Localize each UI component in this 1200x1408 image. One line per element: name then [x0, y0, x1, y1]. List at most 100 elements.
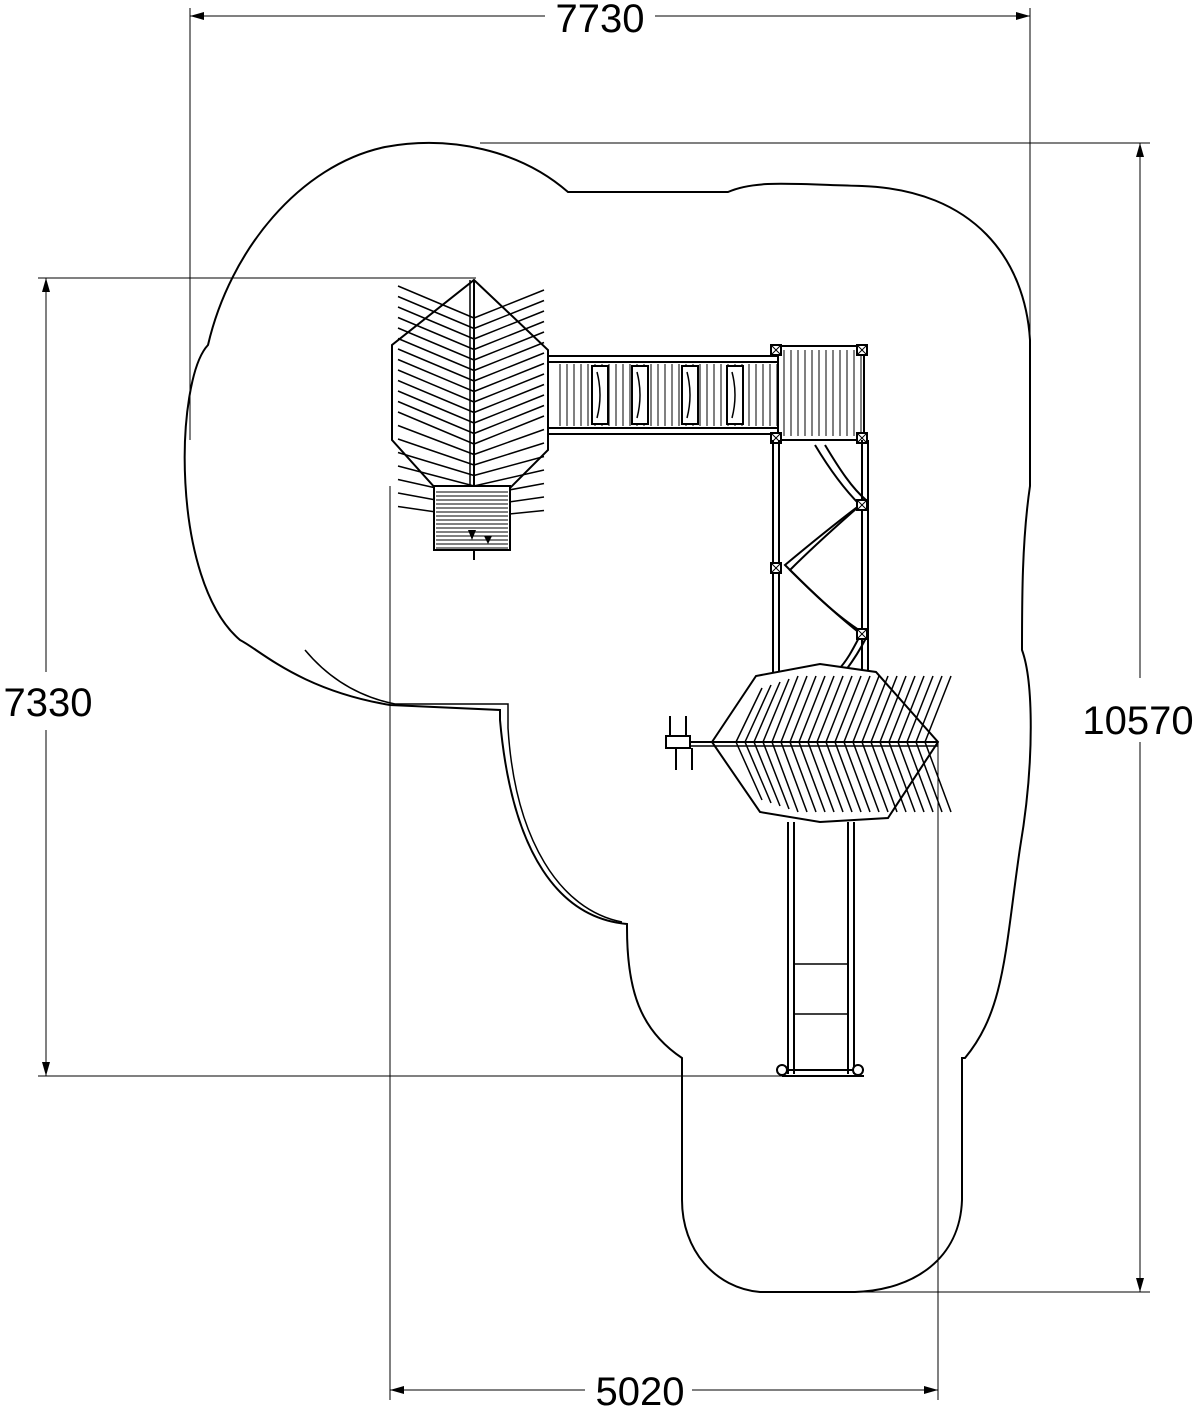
roof-plank — [870, 675, 898, 743]
window-bar — [636, 371, 641, 419]
roof-plank — [780, 741, 808, 813]
knot-cross — [857, 629, 867, 639]
window-bar — [731, 371, 736, 419]
safety-zone-outline — [183, 142, 1032, 1293]
roof-plank — [473, 415, 545, 445]
leaf-roof-top-left — [391, 278, 549, 560]
roof-plank — [473, 341, 545, 372]
roof-plank — [397, 358, 475, 393]
roof-plank — [879, 675, 907, 743]
roof-plank — [473, 331, 545, 361]
roof-plank — [744, 684, 772, 743]
roof-plank — [473, 299, 545, 330]
roof-plank — [473, 394, 545, 424]
roof-plank — [473, 362, 545, 393]
roof-plank — [816, 741, 844, 813]
roof-plank — [789, 675, 817, 743]
dimension-label-7730: 7730 — [556, 0, 645, 41]
roof-plank — [762, 678, 790, 743]
roof-plank — [753, 681, 781, 743]
roof-plank — [834, 741, 862, 813]
roof-plank — [397, 438, 475, 466]
roof-plank — [473, 428, 545, 456]
safety-zone-inner-edge — [304, 649, 623, 923]
roof-plank — [843, 741, 871, 813]
roof-plank — [473, 373, 545, 403]
roof-plank — [798, 675, 826, 743]
roof-plank — [397, 379, 475, 414]
roof-plank — [473, 469, 545, 487]
roof-plank — [753, 741, 781, 807]
roof-plank — [735, 687, 763, 743]
roof-plank — [397, 411, 475, 445]
post-cross — [857, 345, 867, 355]
roof-plank — [744, 741, 772, 804]
knot-cross — [771, 563, 781, 573]
roof-plank — [924, 675, 952, 743]
roof-plank — [897, 741, 925, 813]
roof-plank — [473, 455, 545, 477]
dimension-equipment-length: 7330 — [4, 277, 790, 1077]
roof-plank — [473, 404, 545, 435]
roof-plank — [888, 741, 916, 813]
roof-plank — [807, 741, 835, 813]
roof-plank — [906, 741, 934, 813]
roof-plank — [870, 741, 898, 813]
roof-plank — [789, 741, 817, 813]
side-attachment — [665, 716, 693, 770]
roof-plank — [473, 352, 545, 382]
roof-plank — [861, 675, 889, 743]
roof-plank — [473, 383, 545, 414]
post-cross — [857, 433, 867, 443]
dimension-label-7330: 7330 — [4, 681, 93, 725]
roof-plank — [397, 424, 475, 456]
roof-plank — [798, 741, 826, 813]
roof-plank — [888, 675, 916, 743]
platform-top-right — [770, 344, 868, 444]
roof-plank — [843, 675, 871, 743]
roof-plank — [807, 675, 835, 743]
roof-plank — [834, 675, 862, 743]
slide-bottom — [776, 822, 864, 1077]
roof-plank — [473, 320, 545, 351]
roof-plank — [771, 675, 799, 743]
roof-plank — [397, 465, 475, 487]
roof-plank — [816, 675, 844, 743]
roof-plank — [762, 741, 790, 810]
roof-plank — [852, 741, 880, 813]
knot-cross — [857, 500, 867, 510]
roof-plank — [852, 675, 880, 743]
roof-plank — [397, 295, 475, 330]
roof-plank — [735, 741, 763, 801]
roof-plank — [397, 337, 475, 372]
dimension-label-10570: 10570 — [1082, 699, 1193, 743]
roof-plank — [825, 675, 853, 743]
roof-plank — [771, 741, 799, 813]
roof-plank — [473, 310, 545, 340]
roof-plank — [915, 741, 943, 813]
bridge-top — [547, 355, 781, 435]
roof-plank — [915, 675, 943, 743]
roof-plank — [397, 390, 475, 424]
roof-plank — [879, 741, 907, 813]
dimension-overall-width: 7730 — [189, 0, 1031, 486]
roof-plank — [397, 316, 475, 351]
window-bar — [686, 371, 691, 419]
roof-plank — [861, 741, 889, 813]
roof-plank — [397, 306, 475, 340]
roof-plank — [397, 348, 475, 382]
roof-plank — [397, 400, 475, 435]
window-bar — [596, 371, 601, 419]
dimension-overall-length: 10570 — [480, 142, 1194, 1293]
roof-plank — [825, 741, 853, 813]
roof-plank — [397, 369, 475, 403]
roof-plank — [397, 451, 475, 477]
dimension-equipment-width: 5020 — [389, 486, 939, 1408]
roof-plank — [924, 741, 952, 813]
roof-plank — [473, 442, 545, 466]
roof-plank — [473, 289, 545, 319]
climbing-net — [770, 440, 869, 672]
roof-plank — [397, 285, 475, 319]
roof-plank — [897, 675, 925, 743]
